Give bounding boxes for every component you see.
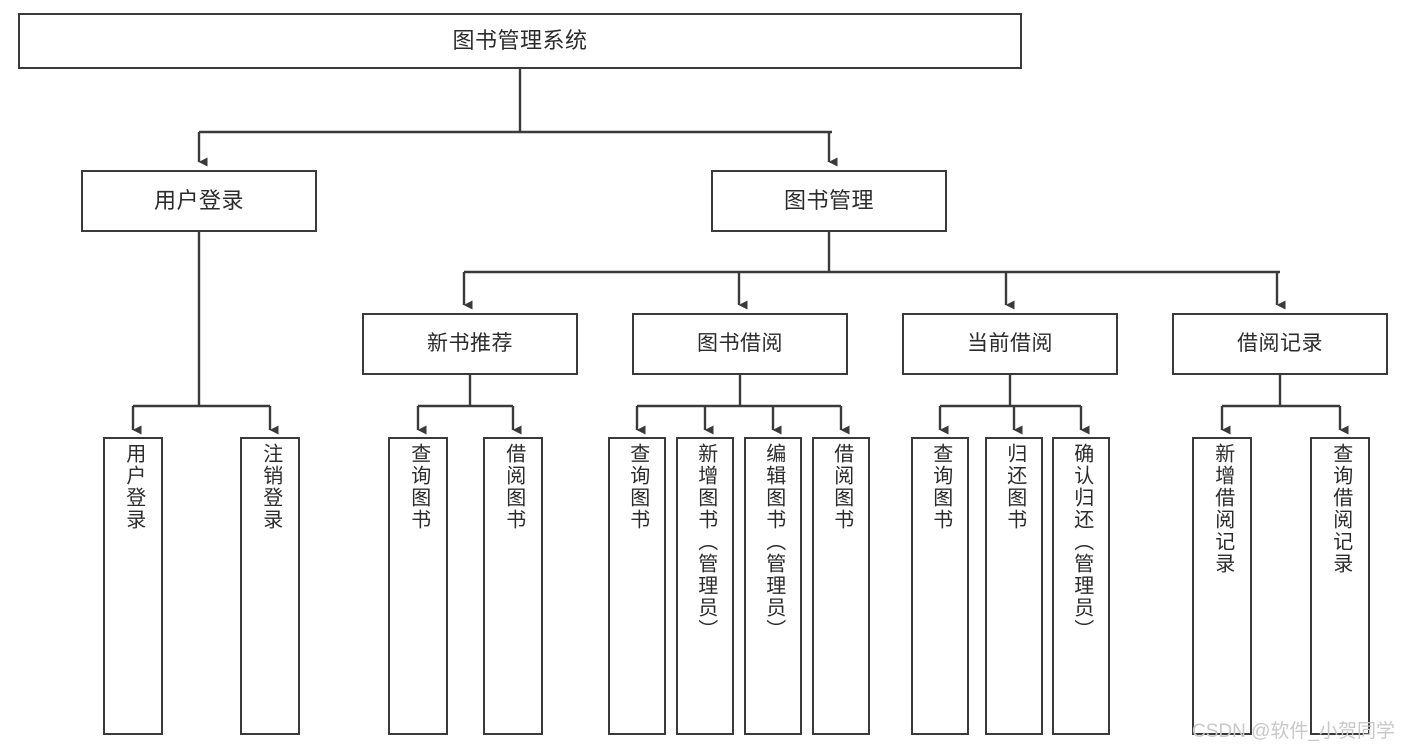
node-new-book-recommend[interactable]: 新书推荐 <box>362 313 578 375</box>
node-leaf-logout[interactable]: 注销登录 <box>240 437 300 735</box>
node-root[interactable]: 图书管理系统 <box>18 13 1022 69</box>
node-leaf-query-book-2-label: 查询图书 <box>626 443 649 531</box>
node-leaf-user-login-label: 用户登录 <box>122 443 145 531</box>
node-current-borrow-label: 当前借阅 <box>967 331 1053 355</box>
node-leaf-add-book[interactable]: 新增图书（管理员） <box>676 437 734 735</box>
edges-bookborrow-to-leaves <box>635 375 850 435</box>
node-leaf-edit-book-label: 编辑图书（管理员） <box>762 443 785 641</box>
node-leaf-add-record[interactable]: 新增借阅记录 <box>1192 437 1252 735</box>
node-current-borrow[interactable]: 当前借阅 <box>902 313 1118 375</box>
node-borrow-record[interactable]: 借阅记录 <box>1172 313 1388 375</box>
edges-bookmanage-to-level3 <box>462 232 1286 310</box>
edges-userlogin-to-leaves <box>131 232 279 435</box>
edges-newbook-to-leaves <box>416 375 522 435</box>
node-book-manage-label: 图书管理 <box>783 188 874 214</box>
node-leaf-query-record-label: 查询借阅记录 <box>1329 443 1352 575</box>
node-user-login[interactable]: 用户登录 <box>81 170 317 232</box>
node-leaf-query-book-3-label: 查询图书 <box>929 443 952 531</box>
node-leaf-query-record[interactable]: 查询借阅记录 <box>1310 437 1370 735</box>
node-leaf-query-book-1[interactable]: 查询图书 <box>388 437 448 735</box>
node-leaf-query-book-2[interactable]: 查询图书 <box>608 437 666 735</box>
node-leaf-add-record-label: 新增借阅记录 <box>1211 443 1234 575</box>
edges-currentborrow-to-leaves <box>938 375 1090 435</box>
node-leaf-confirm-return[interactable]: 确认归还（管理员） <box>1052 437 1110 735</box>
node-book-manage[interactable]: 图书管理 <box>711 170 947 232</box>
edges-root-to-level2 <box>197 69 838 167</box>
node-leaf-edit-book[interactable]: 编辑图书（管理员） <box>744 437 802 735</box>
node-book-borrow[interactable]: 图书借阅 <box>632 313 848 375</box>
node-borrow-record-label: 借阅记录 <box>1237 331 1323 355</box>
node-leaf-user-login[interactable]: 用户登录 <box>103 437 163 735</box>
node-leaf-return-book[interactable]: 归还图书 <box>985 437 1043 735</box>
node-leaf-query-book-3[interactable]: 查询图书 <box>911 437 969 735</box>
node-leaf-confirm-return-label: 确认归还（管理员） <box>1070 443 1093 641</box>
node-leaf-borrow-book-2[interactable]: 借阅图书 <box>812 437 870 735</box>
node-leaf-logout-label: 注销登录 <box>259 443 282 531</box>
node-leaf-borrow-book-1[interactable]: 借阅图书 <box>483 437 543 735</box>
node-leaf-query-book-1-label: 查询图书 <box>407 443 430 531</box>
node-leaf-add-book-label: 新增图书（管理员） <box>694 443 717 641</box>
node-user-login-label: 用户登录 <box>153 188 244 214</box>
node-root-label: 图书管理系统 <box>452 28 588 54</box>
edges-borrowrecord-to-leaves <box>1220 375 1349 435</box>
node-new-book-recommend-label: 新书推荐 <box>427 331 513 355</box>
node-leaf-borrow-book-2-label: 借阅图书 <box>830 443 853 531</box>
node-leaf-return-book-label: 归还图书 <box>1003 443 1026 531</box>
node-leaf-borrow-book-1-label: 借阅图书 <box>502 443 525 531</box>
node-book-borrow-label: 图书借阅 <box>697 331 783 355</box>
